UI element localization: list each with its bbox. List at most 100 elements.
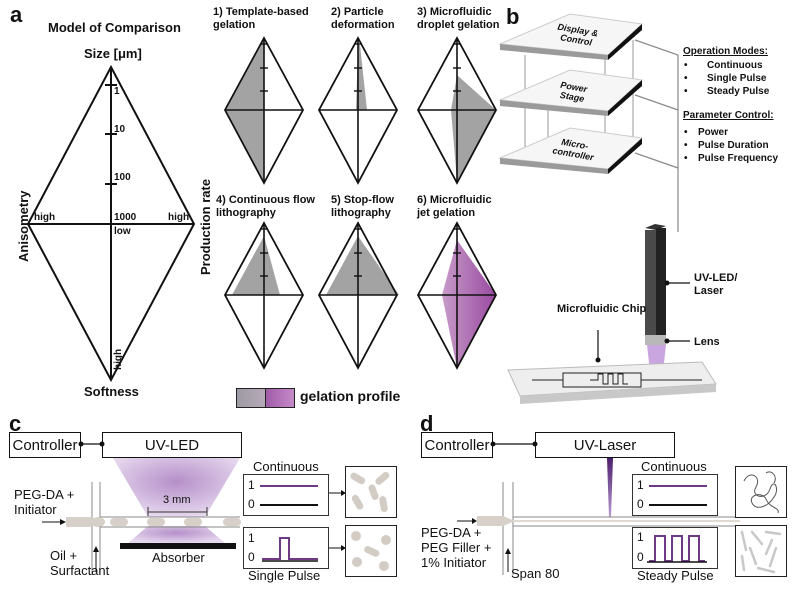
parameter-control-title: Parameter Control: <box>683 110 774 121</box>
param-pulse-frequency: Pulse Frequency <box>684 152 778 165</box>
lens-label: Lens <box>694 336 720 348</box>
oil-label-c: Oil +Surfactant <box>50 548 110 578</box>
round-particles <box>351 531 391 571</box>
elongated-particles <box>350 471 390 513</box>
droplets-c <box>110 518 241 526</box>
uv-led-light-cone <box>113 458 240 517</box>
method-3-profile <box>451 75 496 181</box>
chip-label: Microfluidic Chip <box>557 303 647 315</box>
method-4-outline <box>223 221 305 370</box>
left-high-label: high <box>34 212 56 223</box>
method-3-diagram <box>451 75 496 181</box>
result-single-pulse <box>345 525 397 577</box>
uv-device <box>645 224 666 381</box>
operation-modes-list: Continuous Single Pulse Steady Pulse <box>684 59 769 98</box>
layer-microcontroller <box>498 127 644 174</box>
result-continuous-c <box>345 466 397 518</box>
param-pulse-duration: Pulse Duration <box>684 139 778 152</box>
waveform-continuous-c: 1 0 <box>243 474 329 516</box>
single-pulse-signal <box>262 537 318 562</box>
result-continuous-d <box>735 466 787 518</box>
axis-softness-label: Softness <box>84 384 139 399</box>
tick-label-1000: 1000 <box>114 212 137 223</box>
signal-high-line <box>649 485 707 487</box>
level-one: 1 <box>637 478 644 492</box>
inlet-label-d: PEG-DA +PEG Filler +1% Initiator <box>421 525 492 570</box>
method-4-profile <box>232 236 280 295</box>
panel-d-letter: d <box>420 411 434 436</box>
waveform-steady-pulse: 1 0 <box>632 527 718 569</box>
tick-label-1: 1 <box>114 86 120 97</box>
level-zero: 0 <box>637 550 644 564</box>
result-steady-pulse <box>735 525 787 577</box>
axis-size-label: Size [μm] <box>84 46 142 61</box>
signal-low-line <box>260 504 318 506</box>
waveform-continuous-d: 1 0 <box>632 474 718 516</box>
setup-c <box>42 441 346 575</box>
level-one: 1 <box>637 530 644 544</box>
level-one: 1 <box>248 531 255 545</box>
layer-display <box>498 13 644 60</box>
uv-led-box: UV-LED <box>102 432 242 458</box>
method-5-outline <box>317 221 399 370</box>
center-low-label: low <box>114 226 131 237</box>
signal-high-line <box>260 485 318 487</box>
method-5-profile <box>326 236 399 295</box>
model-diamond <box>26 64 196 383</box>
right-high-label: high <box>168 212 190 223</box>
parameter-list: Power Pulse Duration Pulse Frequency <box>684 126 778 165</box>
legend-label: gelation profile <box>300 388 401 404</box>
controller-box-d: Controller <box>421 432 493 458</box>
panel-b-letter: b <box>506 4 520 29</box>
controller-stack <box>498 13 717 404</box>
waveform-single-pulse: 1 0 <box>243 527 329 569</box>
level-zero: 0 <box>637 497 644 511</box>
level-zero: 0 <box>248 497 255 511</box>
method-1-outline <box>223 36 305 185</box>
method-4-diagram <box>232 236 280 295</box>
panel-a-letter: a <box>10 2 23 27</box>
level-one: 1 <box>248 478 255 492</box>
jet-stream <box>477 516 515 526</box>
steady-pulse-signal <box>647 535 707 563</box>
method-diamonds <box>223 36 498 370</box>
signal-low-line <box>649 504 707 506</box>
mode-steady-pulse: Steady Pulse <box>684 85 769 98</box>
absorber-bar <box>120 543 236 549</box>
uv-led-laser-label: UV-LED/Laser <box>694 272 738 297</box>
mode-continuous-label-c: Continuous <box>253 459 319 474</box>
method-3-outline <box>416 36 498 185</box>
tick-label-100: 100 <box>114 172 131 183</box>
span80-label: Span 80 <box>511 566 560 581</box>
method-6-diagram <box>442 240 496 368</box>
mode-single-pulse-label: Single Pulse <box>248 568 321 583</box>
method-6-profile <box>442 240 496 368</box>
method-6-outline <box>416 221 498 370</box>
tangled-fibers <box>743 471 779 514</box>
tick-label-10: 10 <box>114 124 126 135</box>
absorber-label: Absorber <box>152 550 205 565</box>
setup-d <box>457 441 754 575</box>
method-2-outline <box>317 36 399 185</box>
param-power: Power <box>684 126 778 139</box>
method-5-diagram <box>326 236 399 295</box>
laser-beam <box>607 458 613 517</box>
controller-box-c: Controller <box>9 432 81 458</box>
inlet-label-c: PEG-DA +Initiator <box>14 487 75 517</box>
mode-single-pulse: Single Pulse <box>684 72 769 85</box>
legend-purple-swatch <box>265 388 295 408</box>
model-title: Model of Comparison <box>48 20 181 35</box>
operation-modes-title: Operation Modes: <box>683 46 769 57</box>
uv-laser-box: UV-Laser <box>535 432 675 458</box>
panel-c-letter: c <box>9 411 22 436</box>
mode-continuous-label-d: Continuous <box>641 459 707 474</box>
microfluidic-chip <box>507 361 717 404</box>
short-fibers <box>740 530 782 574</box>
layer-power <box>498 69 644 116</box>
